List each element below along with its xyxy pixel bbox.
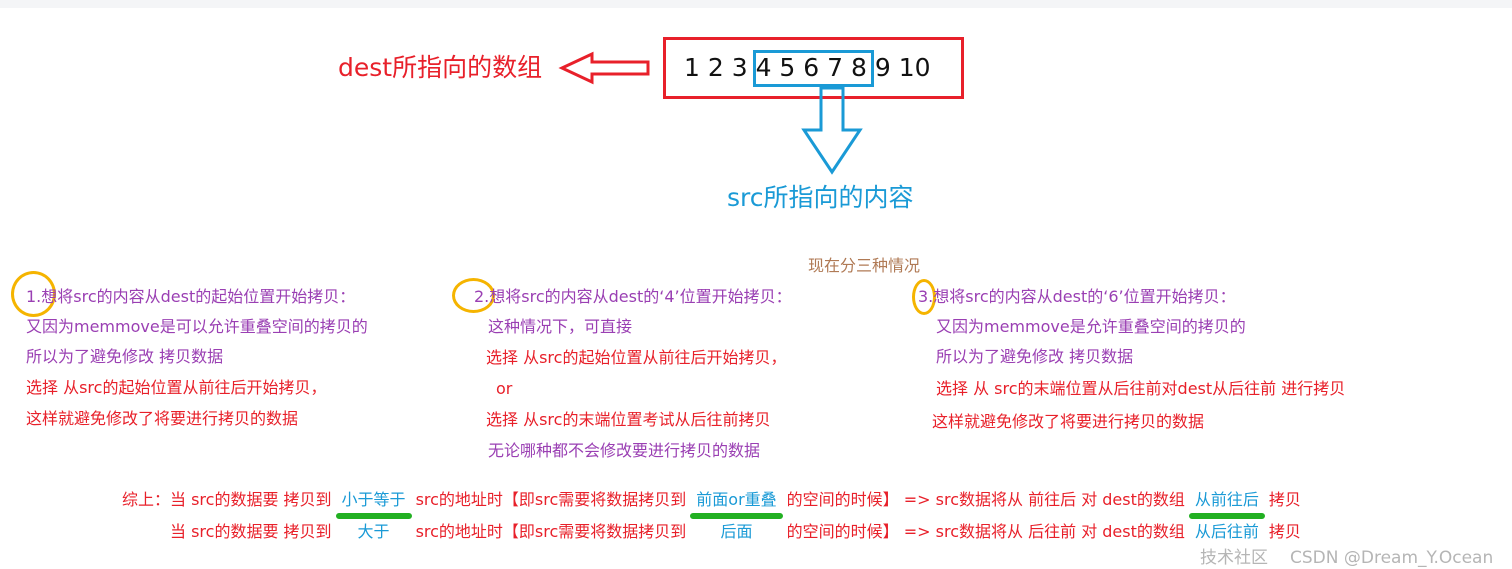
case1-line: 1.想将src的内容从dest的起始位置开始拷贝：	[26, 287, 356, 306]
case3-line: 又因为memmove是允许重叠空间的拷贝的	[936, 317, 1246, 336]
top-bar	[0, 0, 1512, 8]
array-suffix: 9 10	[874, 53, 931, 82]
watermark-csdn: CSDN @Dream_Y.Ocean	[1290, 548, 1494, 568]
case1-line: 所以为了避免修改 拷贝数据	[26, 347, 224, 366]
cases-heading: 现在分三种情况	[808, 256, 921, 275]
array-prefix: 1 2 3	[684, 53, 748, 82]
case2-line: 这种情况下，可直接	[488, 317, 633, 336]
case1-line: 这样就避免修改了将要进行拷贝的数据	[26, 409, 299, 428]
case2-line: or	[496, 379, 513, 398]
summary-highlight: 后面	[720, 522, 753, 541]
case1-line: 选择 从src的起始位置从前往后开始拷贝，	[26, 378, 327, 397]
summary-text: 拷贝	[1268, 522, 1301, 541]
summary-text: 的空间的时候】 => src数据将从 后往前 对 dest的数组	[786, 522, 1185, 541]
case2-line: 选择 从src的末端位置考试从后往前拷贝	[486, 410, 771, 429]
case3-line: 所以为了避免修改 拷贝数据	[936, 347, 1134, 366]
array-highlight: 4 5 6 7 8	[755, 53, 867, 82]
case3-line: 这样就避免修改了将要进行拷贝的数据	[932, 412, 1205, 431]
case2-line: 无论哪种都不会修改要进行拷贝的数据	[488, 441, 761, 460]
summary-text: 当 src的数据要 拷贝到	[170, 522, 332, 541]
case3-circle	[912, 279, 936, 315]
summary-highlight: 小于等于	[341, 490, 406, 509]
case2-circle	[452, 278, 495, 313]
summary-text: src的地址时【即src需要将数据拷贝到	[415, 522, 687, 541]
down-arrow-icon	[801, 86, 863, 175]
green-box-comparison	[335, 513, 412, 519]
case3-line: 选择 从 src的末端位置从后往前对dest从后往前 进行拷贝	[936, 379, 1346, 398]
case2-line: 2.想将src的内容从dest的‘4’位置开始拷贝：	[474, 287, 792, 306]
green-box-direction	[1188, 513, 1265, 519]
summary-text: 的空间的时候】 => src数据将从 前往后 对 dest的数组	[786, 490, 1185, 509]
src-highlight-box	[753, 50, 874, 87]
summary-highlight: 从后往前	[1194, 522, 1259, 541]
case1-line: 又因为memmove是可以允许重叠空间的拷贝的	[26, 317, 368, 336]
array-numbers: 1 2 3 4 5 6 7 8 9 10	[684, 53, 931, 83]
summary-highlight: 从前往后	[1194, 490, 1259, 509]
summary: 综上：当 src的数据要 拷贝到 小于等于 src的地址时【即src需要将数据拷…	[122, 488, 1301, 544]
dest-array-box	[663, 37, 964, 99]
summary-highlight: 大于	[357, 522, 390, 541]
green-box-position	[690, 513, 783, 519]
watermark-community: 技术社区	[1200, 548, 1268, 568]
case1-circle	[11, 271, 56, 317]
case2-line: 选择 从src的起始位置从前往后开始拷贝，	[486, 348, 787, 367]
src-label: src所指向的内容	[727, 183, 914, 212]
left-arrow-icon	[558, 51, 650, 85]
summary-text: src的地址时【即src需要将数据拷贝到	[415, 490, 687, 509]
summary-text: 综上：当 src的数据要 拷贝到	[122, 490, 332, 509]
case3-line: 3.想将src的内容从dest的‘6’位置开始拷贝：	[918, 287, 1236, 306]
dest-label: dest所指向的数组	[338, 53, 543, 82]
summary-text: 拷贝	[1268, 490, 1301, 509]
summary-highlight: 前面or重叠	[696, 490, 777, 509]
